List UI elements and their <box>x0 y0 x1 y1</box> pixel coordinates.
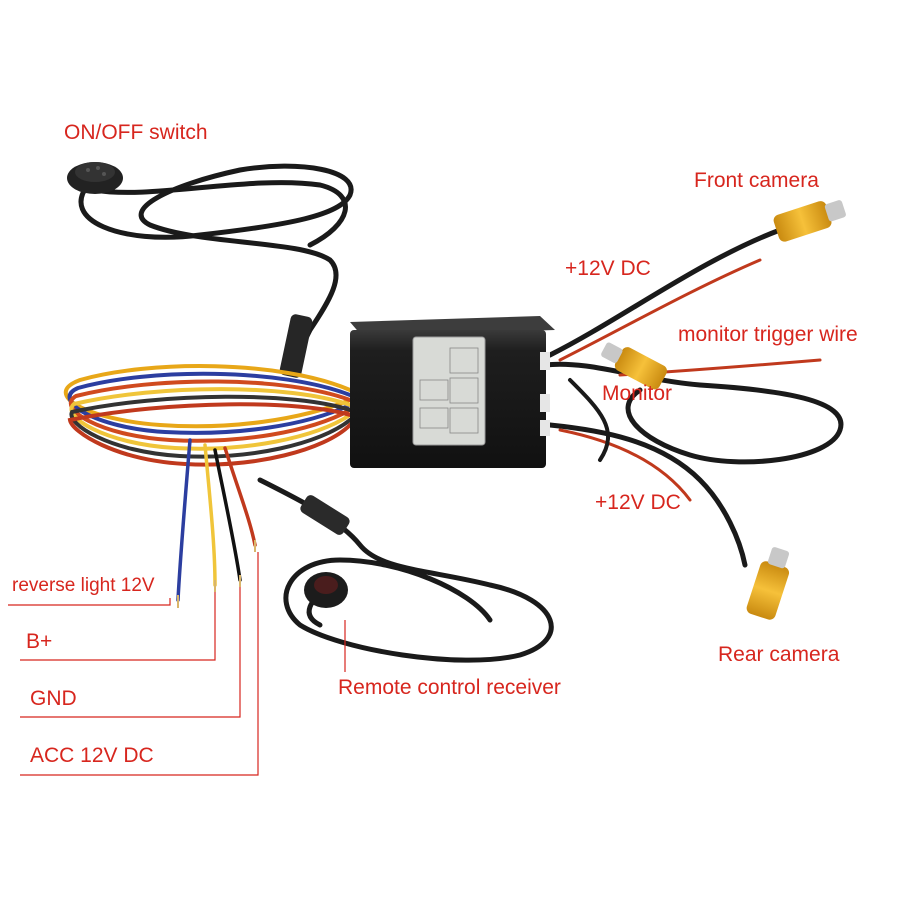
rca-front <box>773 200 846 242</box>
rca-monitor <box>601 342 668 390</box>
reverse-light-label: reverse light 12V <box>12 575 155 596</box>
remote-plug <box>300 495 350 535</box>
rca-rear <box>746 547 790 620</box>
switcher-box <box>350 316 555 468</box>
monitor-label: Monitor <box>602 382 673 405</box>
power-wires <box>176 438 257 602</box>
monitor-trigger-label: monitor trigger wire <box>678 323 858 346</box>
wire-harness <box>63 364 352 467</box>
remote-receiver-label: Remote control receiver <box>338 676 561 699</box>
on-off-switch-label: ON/OFF switch <box>64 121 208 144</box>
wire-ends <box>177 540 256 608</box>
remote-receiver-body <box>304 572 348 608</box>
camera-cables <box>542 227 844 568</box>
acc-label: ACC 12V DC <box>30 744 154 767</box>
switch-body <box>67 162 123 194</box>
rear-camera-label: Rear camera <box>718 643 840 666</box>
rear-12v-label: +12V DC <box>595 491 681 514</box>
leader-lines <box>8 552 346 776</box>
b-plus-label: B+ <box>26 630 53 653</box>
front-camera-label: Front camera <box>694 169 819 192</box>
switch-cable <box>78 163 354 373</box>
front-12v-label: +12V DC <box>565 257 651 280</box>
box-front-panel <box>412 336 486 446</box>
switch-plug <box>279 314 313 378</box>
gnd-label: GND <box>30 687 77 710</box>
